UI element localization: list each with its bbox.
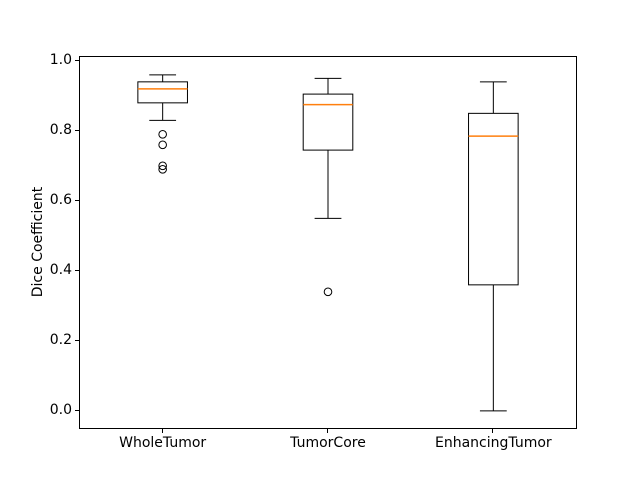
y-tick-label: 0.8 [49, 122, 72, 139]
x-tick-label: EnhancingTumor [435, 435, 552, 451]
y-tick-mark [75, 60, 79, 61]
y-tick-label: 0.0 [49, 402, 72, 419]
y-tick-label: 0.4 [49, 262, 72, 279]
outlier-point [323, 287, 333, 297]
y-tick-mark [75, 340, 79, 341]
y-tick-mark [75, 130, 79, 131]
x-tick-mark [327, 429, 328, 433]
boxplot-canvas [137, 74, 519, 412]
y-tick-label: 0.6 [49, 192, 72, 209]
y-tick-mark [75, 270, 79, 271]
y-tick-mark [75, 410, 79, 411]
x-tick-mark [162, 429, 163, 433]
iqr-box [468, 112, 519, 286]
y-tick-label: 0.2 [49, 332, 72, 349]
box-group-wholetumor [137, 74, 188, 174]
outlier-point [158, 161, 167, 171]
plot-area [79, 56, 577, 429]
iqr-box [302, 93, 354, 151]
outlier-point [158, 165, 167, 174]
x-tick-label: WholeTumor [119, 435, 207, 451]
y-tick-label: 1.0 [49, 52, 72, 69]
x-tick-label: TumorCore [290, 435, 366, 451]
x-tick-mark [492, 429, 493, 433]
outlier-point [158, 140, 167, 150]
outlier-point [158, 130, 167, 139]
box-group-tumorcore [302, 77, 354, 297]
box-group-enhancingtumor [468, 81, 519, 412]
y-tick-mark [75, 200, 79, 201]
iqr-box [137, 81, 188, 104]
